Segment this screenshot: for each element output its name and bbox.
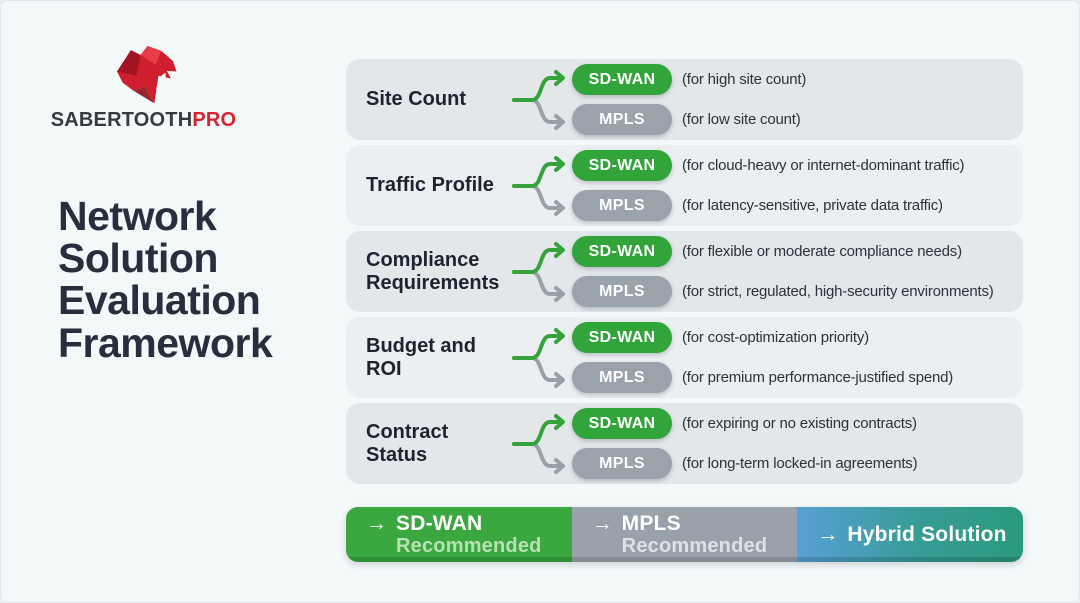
recommendation-title: SD-WAN	[396, 512, 483, 536]
brand-name-primary: SABERTOOTH	[50, 109, 193, 131]
arrow-right-icon: →	[591, 512, 613, 536]
criteria-label: Budget and ROI	[366, 335, 476, 380]
sdwan-badge: SD-WAN	[572, 64, 672, 95]
brand-block: SABERTOOTHPRO	[46, 43, 241, 132]
options: SD-WAN (for expiring or no existing cont…	[572, 408, 918, 479]
criteria-row-site-count: Site Count SD-WAN (for high site count) …	[346, 59, 1023, 140]
option-mpls: MPLS (for premium performance-justified …	[572, 362, 953, 393]
criteria-label: Contract Status	[366, 421, 449, 466]
criteria-row-contract-status: Contract Status SD-WAN (for expiring or …	[346, 403, 1023, 484]
mpls-badge: MPLS	[572, 190, 672, 221]
option-note: (for high site count)	[682, 71, 807, 88]
option-note: (for long-term locked-in agreements)	[682, 455, 918, 472]
sdwan-badge: SD-WAN	[572, 236, 672, 267]
criteria-label: Site Count	[366, 88, 466, 111]
criteria-row-budget-roi: Budget and ROI SD-WAN (for cost-optimiza…	[346, 317, 1023, 398]
sdwan-badge: SD-WAN	[572, 408, 672, 439]
page-title-line: Evaluation	[58, 277, 261, 324]
option-note: (for premium performance-justified spend…	[682, 369, 954, 386]
mpls-badge: MPLS	[572, 448, 672, 479]
mpls-badge: MPLS	[572, 362, 672, 393]
branch-arrows-icon	[512, 413, 565, 474]
option-mpls: MPLS (for strict, regulated, high-securi…	[572, 276, 994, 307]
option-note: (for expiring or no existing contracts)	[682, 415, 917, 432]
recommendation-sdwan: → SD-WAN Recommended	[346, 507, 572, 562]
page-title-line: Network	[58, 193, 217, 239]
option-sdwan: SD-WAN (for cloud-heavy or internet-domi…	[572, 150, 965, 181]
branch-arrows-icon	[512, 69, 565, 130]
option-sdwan: SD-WAN (for high site count)	[572, 64, 806, 95]
option-note: (for flexible or moderate compliance nee…	[682, 243, 962, 260]
recommendation-subtitle: Recommended	[396, 534, 542, 557]
brand-name: SABERTOOTHPRO	[46, 109, 241, 132]
mpls-badge: MPLS	[572, 104, 672, 135]
page-title-line: Solution	[58, 235, 218, 282]
recommendation-mpls: → MPLS Recommended	[571, 507, 798, 562]
arrow-right-icon: →	[366, 512, 387, 536]
option-mpls: MPLS (for low site count)	[572, 104, 806, 135]
criteria-label: Traffic Profile	[366, 174, 494, 197]
option-note: (for strict, regulated, high-security en…	[682, 283, 994, 300]
option-mpls: MPLS (for latency-sensitive, private dat…	[572, 190, 964, 221]
option-note: (for low site count)	[682, 111, 801, 128]
sabertooth-logo-icon	[116, 45, 176, 104]
recommendation-bar: → SD-WAN Recommended → MPLS Recommended …	[346, 507, 1023, 562]
option-sdwan: SD-WAN (for expiring or no existing cont…	[572, 408, 917, 439]
option-mpls: MPLS (for long-term locked-in agreements…	[572, 448, 918, 479]
option-note: (for cost-optimization priority)	[682, 329, 869, 346]
option-note: (for cloud-heavy or internet-dominant tr…	[682, 157, 965, 174]
option-sdwan: SD-WAN (for cost-optimization priority)	[572, 322, 953, 353]
criteria-list: Site Count SD-WAN (for high site count) …	[346, 59, 1023, 484]
option-sdwan: SD-WAN (for flexible or moderate complia…	[572, 236, 994, 267]
sdwan-badge: SD-WAN	[572, 322, 672, 353]
criteria-row-traffic-profile: Traffic Profile SD-WAN (for cloud-heavy …	[346, 145, 1023, 226]
branch-arrows-icon	[512, 155, 565, 216]
brand-name-accent: PRO	[192, 109, 237, 131]
option-note: (for latency-sensitive, private data tra…	[682, 197, 943, 214]
recommendation-title: Hybrid Solution	[847, 522, 1007, 546]
recommendation-title: MPLS	[621, 512, 681, 536]
criteria-label: Compliance Requirements	[366, 249, 500, 294]
options: SD-WAN (for flexible or moderate complia…	[572, 236, 994, 307]
mpls-badge: MPLS	[572, 276, 672, 307]
options: SD-WAN (for cost-optimization priority) …	[572, 322, 953, 393]
sdwan-badge: SD-WAN	[572, 150, 672, 181]
recommendation-subtitle: Recommended	[621, 534, 768, 557]
branch-arrows-icon	[512, 327, 565, 388]
branch-arrows-icon	[512, 241, 565, 302]
arrow-right-icon: →	[817, 522, 839, 546]
options: SD-WAN (for high site count) MPLS (for l…	[572, 64, 806, 135]
criteria-row-compliance: Compliance Requirements SD-WAN (for flex…	[346, 231, 1023, 312]
options: SD-WAN (for cloud-heavy or internet-domi…	[572, 150, 965, 221]
page-title: Network Solution Evaluation Framework	[58, 193, 273, 366]
page-title-line: Framework	[58, 319, 273, 366]
recommendation-hybrid: → Hybrid Solution	[797, 507, 1023, 562]
